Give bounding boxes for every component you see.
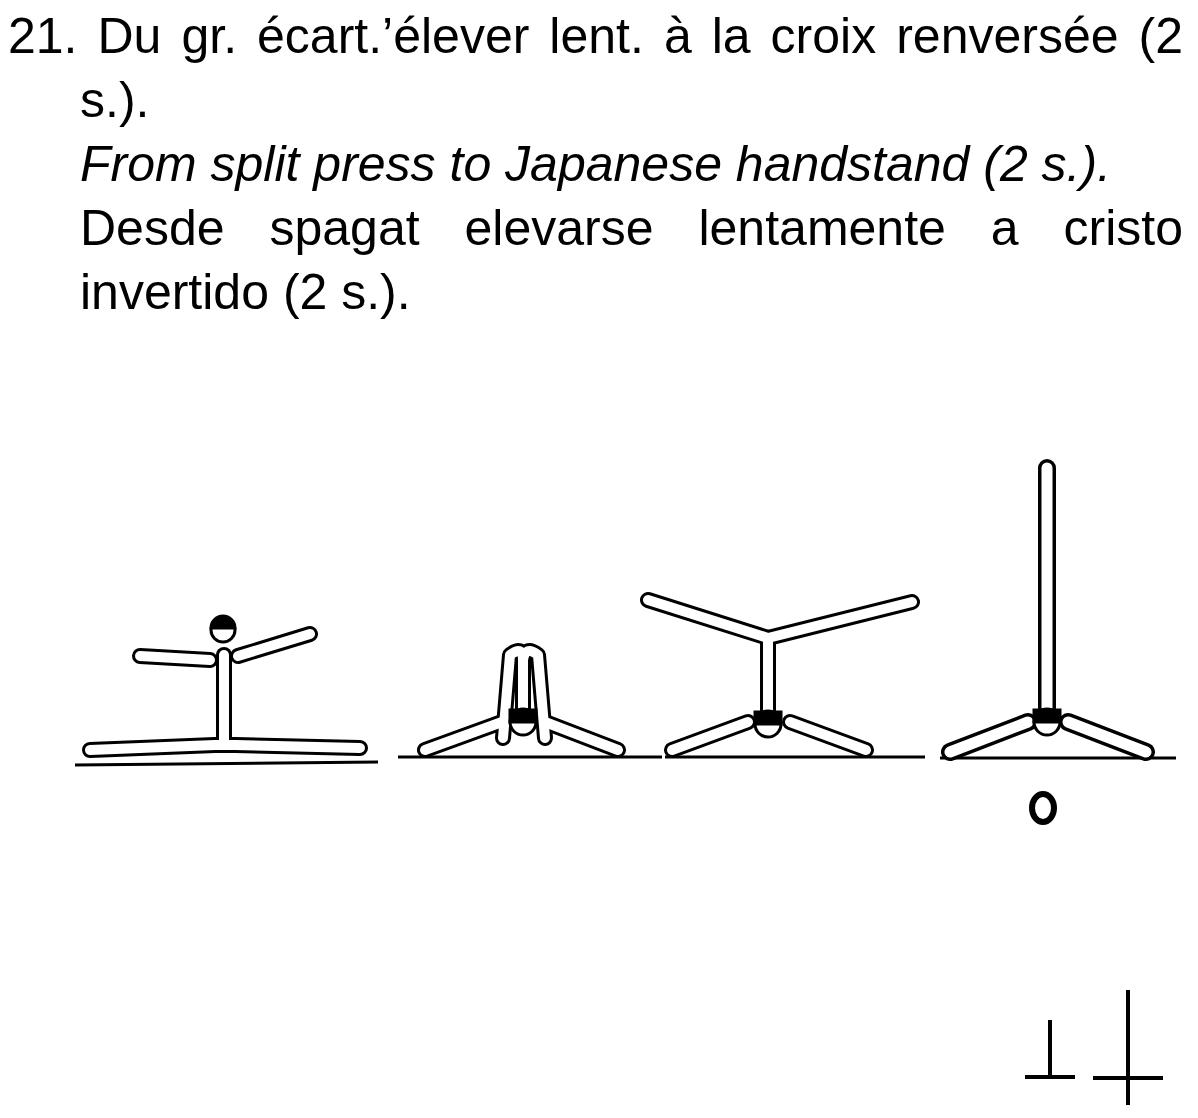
ground-lines bbox=[75, 757, 1176, 765]
hold-symbol bbox=[1032, 794, 1054, 822]
english-description: From split press to Japanese handstand (… bbox=[8, 132, 1183, 196]
gymnast-heads bbox=[211, 616, 1060, 737]
description-text: 21. Du gr. écart.’élever lent. à la croi… bbox=[8, 4, 1183, 324]
french-description: 21. Du gr. écart.’élever lent. à la croi… bbox=[8, 4, 1183, 132]
gymnast-figures bbox=[90, 468, 1146, 752]
spanish-description: Desde spagat elevarse lentamente a crist… bbox=[8, 196, 1183, 324]
value-symbols bbox=[1025, 990, 1163, 1105]
